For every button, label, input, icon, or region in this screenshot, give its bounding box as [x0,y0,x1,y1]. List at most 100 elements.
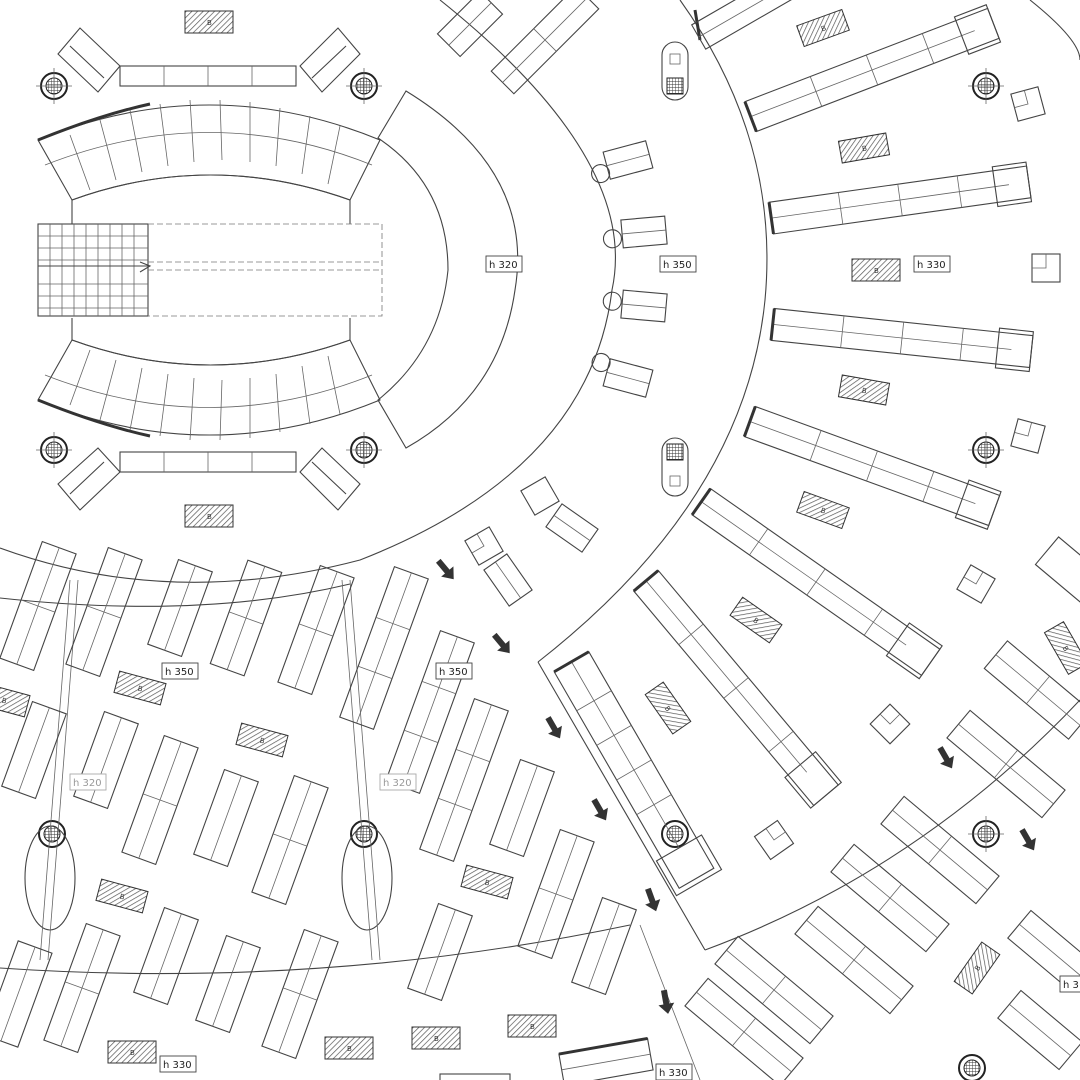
svg-text:B: B [137,685,144,694]
bin-marker: B [460,864,514,900]
bin-marker: B [1043,621,1080,675]
arrow-icon [658,989,675,1014]
svg-text:B: B [862,145,868,154]
svg-text:B: B [1,697,8,706]
column-icon [346,432,382,468]
svg-text:B: B [861,387,867,396]
svg-text:h 350: h 350 [663,260,692,271]
display-bench [632,569,843,809]
arrow-icon [491,632,510,654]
bin-marker: B [851,258,901,282]
svg-text:h 320: h 320 [383,778,412,789]
bin-marker: B [235,722,289,758]
display-bench [553,650,723,897]
radial-benches [553,0,1034,897]
arrow-icon [435,558,454,580]
svg-text:h 350: h 350 [439,667,468,678]
central-stage [37,27,383,511]
display-bench [690,0,794,50]
bin-marker: B [796,8,850,48]
svg-text:B: B [820,24,827,33]
svg-text:B: B [530,1023,535,1031]
display-bench [690,487,943,680]
arrow-icon [545,716,562,739]
column-icon [968,68,1004,104]
capsule-column-icon [661,41,689,101]
bin-marker: B [837,132,891,164]
column-icon [36,432,72,468]
svg-text:B: B [259,737,266,746]
svg-text:B: B [1061,645,1070,653]
display-bench [769,307,1034,373]
arrow-icon [1019,828,1036,851]
height-label: h 350 [435,662,473,680]
svg-text:h 320: h 320 [73,778,102,789]
bin-marker: B [507,1014,557,1038]
arrow-icon [591,798,608,821]
arrow-icon [645,887,661,912]
arrow-icon [937,746,954,769]
bin-marker: B [107,1040,157,1064]
bin-marker: B [95,878,149,914]
svg-text:h 330: h 330 [659,1068,688,1079]
height-label: h 3 [1059,975,1080,993]
svg-text:B: B [819,506,826,515]
svg-text:B: B [207,19,212,27]
capsule-column-icon [661,437,689,497]
svg-text:h 330: h 330 [917,260,946,271]
svg-text:B: B [663,705,672,714]
svg-text:h 330: h 330 [163,1060,192,1071]
column-icon [958,1054,986,1080]
bin-marker: B [0,682,31,718]
svg-text:B: B [119,893,126,902]
direction-arrows [435,558,1036,1014]
height-labels: h 320 h 350 h 330 h 350 h 350 h 320 h 32… [69,255,1080,1080]
svg-text:h 320: h 320 [489,260,518,271]
display-bench [767,161,1033,235]
height-label: h 350 [161,662,199,680]
bin-marker: B [184,504,234,528]
height-label: h 320 [379,773,417,791]
svg-text:B: B [130,1049,135,1057]
svg-text:B: B [347,1045,352,1053]
svg-text:B: B [874,267,879,275]
column-icon [346,68,382,104]
lower-right-benches [684,536,1080,1080]
chairs [436,0,668,607]
plinths [464,86,1061,861]
bin-marker: B [796,490,850,530]
bin-marker: B [729,596,783,644]
height-label: h 330 [913,255,951,273]
bin-marker: B [113,670,167,706]
bin-marker: B [644,681,692,735]
column-icon [968,816,1004,852]
ellipse-column-icon [341,825,393,931]
height-label: h 350 [659,255,697,273]
display-bench [743,4,1002,133]
svg-text:B: B [207,513,212,521]
height-label: h 320 [485,255,523,273]
bin-markers: B B B B B B B B B B B B B B B B B B B B [0,8,1080,1064]
height-label: h 330 [159,1055,197,1073]
structural-columns [24,41,1004,1080]
height-label: h 330 [655,1063,693,1080]
column-icon [968,432,1004,468]
lower-left-benches [0,540,654,1080]
bin-marker: B [411,1026,461,1050]
svg-text:B: B [484,879,491,888]
svg-text:h 3: h 3 [1063,980,1079,991]
column-icon [350,820,378,848]
svg-text:h 350: h 350 [165,667,194,678]
bin-marker: B [837,374,891,406]
svg-text:B: B [751,616,760,625]
column-icon [661,820,689,848]
bin-marker: B [184,10,234,34]
column-icon [36,68,72,104]
svg-text:B: B [434,1035,439,1043]
bin-marker: B [324,1036,374,1060]
bin-marker: B [953,941,1001,995]
column-icon [38,820,66,848]
svg-text:B: B [973,964,982,973]
